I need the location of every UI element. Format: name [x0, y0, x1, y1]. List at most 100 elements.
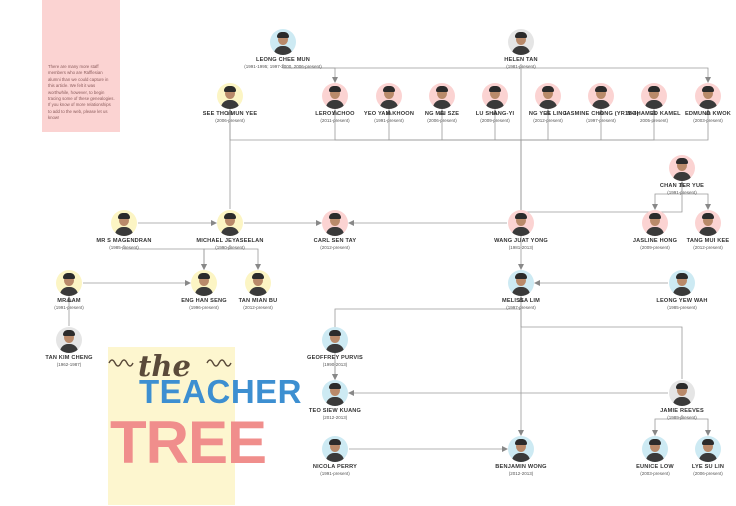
teacher-name: GEOFFREY PURVIS: [307, 355, 363, 361]
teacher-years: (1991-present): [374, 117, 404, 123]
squiggle-right-icon: [206, 359, 232, 367]
avatar: [508, 270, 534, 296]
teacher-years: 2005-present): [639, 117, 669, 123]
teacher-node-leongyew: LEONG YEW WAH(1985-present): [622, 270, 736, 310]
avatar: [217, 210, 243, 236]
avatar: [322, 380, 348, 406]
teacher-node-ngmei: NG MEI SZE(2006-present): [382, 83, 502, 123]
teacher-node-tanmian: TAN MIAN BU(2012-present): [198, 270, 318, 310]
teacher-name: TANG MUI KEE: [686, 238, 730, 244]
avatar: [508, 210, 534, 236]
teacher-years: (2006-present): [427, 117, 457, 123]
teacher-node-eunice: EUNICE LOW(2003-present): [595, 436, 715, 476]
teacher-years: (1989-present): [667, 414, 697, 420]
teacher-name: NICOLA PERRY: [312, 464, 358, 470]
teacher-name: LU SHANG-YI: [475, 111, 515, 117]
link-chan-to-tang: [681, 190, 711, 210]
title-tree: TREE: [110, 409, 267, 476]
teacher-years: (1990-present): [215, 244, 245, 250]
teacher-name: NG YEE LING: [528, 111, 568, 117]
link-wang-to-edmund: [520, 109, 711, 209]
teacher-years: (2011-present): [320, 117, 350, 123]
avatar: [508, 436, 534, 462]
link-jamie-to-lye: [681, 415, 711, 436]
teacher-node-jasmine: JASMINE CHONG (YR11-4)(1997-present): [541, 83, 661, 123]
avatar: [322, 436, 348, 462]
teacher-node-ngyee: NG YEE LING(2012-present): [488, 83, 608, 123]
teacher-node-yeo: YEO YAM KHOON(1991-present): [329, 83, 449, 123]
teacher-node-melissa: MELISSA LIM(1997-present): [461, 270, 581, 310]
teacher-years: (1985-present): [667, 304, 697, 310]
avatar: [322, 210, 348, 236]
teacher-node-lu: LU SHANG-YI(2009-present): [435, 83, 555, 123]
link-wang-to-jasmine: [520, 109, 604, 209]
teacher-years: (2012-present): [320, 244, 350, 250]
avatar: [695, 210, 721, 236]
avatar: [56, 327, 82, 353]
avatar: [482, 83, 508, 109]
avatar: [270, 29, 296, 55]
teacher-years: (1981-2013): [508, 244, 534, 250]
teacher-name: TAN MIAN BU: [238, 298, 278, 304]
teacher-years: (2003-present): [693, 117, 723, 123]
teacher-node-benjamin: BENJAMIN WONG(2012-2013): [461, 436, 581, 476]
teacher-years: (2006-present): [215, 117, 245, 123]
teacher-node-lye: LYE SU LIN(2006-present): [648, 436, 736, 476]
teacher-name: CHAN TER YUE: [659, 183, 705, 189]
teacher-node-tang: TANG MUI KEE(2012-present): [648, 210, 736, 250]
teacher-name: LYE SU LIN: [691, 464, 725, 470]
avatar: [111, 210, 137, 236]
teacher-years: (1985-present): [109, 244, 139, 250]
teacher-years: (1996-present): [189, 304, 219, 310]
avatar: [642, 436, 668, 462]
avatar: [669, 380, 695, 406]
avatar: [669, 270, 695, 296]
link-wang-to-ngyee: [520, 109, 551, 209]
teacher-name: LEONG CHEE MUN: [255, 57, 311, 63]
teacher-node-teo: TEO SIEW KUANG(2012-2013): [275, 380, 395, 420]
title-the: the: [138, 349, 191, 383]
teacher-years: (1981-present): [506, 63, 536, 69]
squiggle-left-icon: [108, 359, 134, 367]
link-jeyaseelan-to-tanmian: [229, 245, 261, 270]
teacher-name: CARL SEN TAY: [313, 238, 357, 244]
avatar: [669, 155, 695, 181]
avatar: [588, 83, 614, 109]
link-helen-to-edmund: [520, 64, 711, 83]
teacher-name: MICHAEL JEYASEELAN: [196, 238, 264, 244]
teacher-node-jeyaseelan: MICHAEL JEYASEELAN(1990-present): [170, 210, 290, 250]
avatar: [322, 327, 348, 353]
avatar: [508, 29, 534, 55]
teacher-node-leroy: LEROY CHOO(2011-present): [275, 83, 395, 123]
teacher-name: LEROY CHOO: [315, 111, 355, 117]
teacher-name: TAN KIM CHENG: [45, 355, 93, 361]
teacher-name: JASLINE HONG: [632, 238, 678, 244]
teacher-node-carl: CARL SEN TAY(2012-present): [275, 210, 395, 250]
teacher-name: SEE THO MUN YEE: [202, 111, 258, 117]
teacher-years: (1991-present): [54, 304, 84, 310]
teacher-name: WANG JUAT YONG: [494, 238, 548, 244]
teacher-years: (1997-present): [506, 304, 536, 310]
title-teacher: TEACHER: [139, 373, 303, 410]
avatar: [429, 83, 455, 109]
teacher-node-jamie: JAMIE REEVES(1989-present): [622, 380, 736, 420]
teacher-name: MR LAM: [57, 298, 81, 304]
avatar: [245, 270, 271, 296]
teacher-node-helen: HELEN TAN(1981-present): [461, 29, 581, 69]
avatar: [535, 83, 561, 109]
teacher-node-nicola: NICOLA PERRY(1991-present): [275, 436, 395, 476]
teacher-years: (2012-2013): [322, 414, 348, 420]
teacher-name: JAMIE REEVES: [660, 408, 704, 414]
teacher-years: (1991-present): [667, 189, 697, 195]
teacher-years: (1962-1987): [56, 361, 82, 367]
teacher-years: (1991-present): [320, 470, 350, 476]
teacher-tree-title: the TEACHER TREE: [108, 347, 302, 505]
avatar: [376, 83, 402, 109]
teacher-years: (2009-present): [640, 244, 670, 250]
teacher-name: NG MEI SZE: [424, 111, 460, 117]
teacher-years: (2009-present): [480, 117, 510, 123]
teacher-node-magendran: MR S MAGENDRAN(1985-present): [64, 210, 184, 250]
avatar: [191, 270, 217, 296]
